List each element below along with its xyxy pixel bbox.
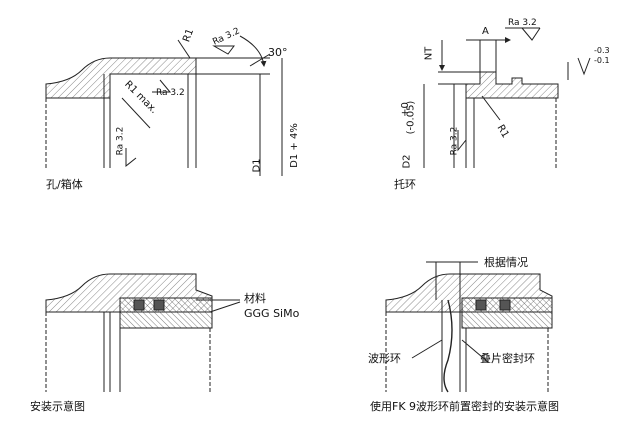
dim-a-label: A	[482, 26, 489, 37]
ra-label-bottom: Ra 3.2	[115, 126, 126, 156]
bore-housing-drawing	[45, 35, 283, 176]
fk9-install-drawing	[385, 261, 553, 393]
install-drawing	[45, 273, 241, 392]
support-ring-caption: 托环	[394, 178, 416, 191]
bore-housing-caption: 孔/箱体	[46, 178, 83, 191]
depends-label: 根据情况	[484, 256, 528, 269]
d1-tolerance-label: D1 + 4%	[288, 123, 300, 168]
install-caption: 安装示意图	[30, 400, 85, 413]
ra-label-mid: Ra 3.2	[156, 88, 185, 98]
fk9-install-caption: 使用FK 9波形环前置密封的安装示意图	[370, 400, 560, 413]
ra-label-ring-top: Ra 3.2	[508, 18, 537, 28]
angle-label: 30°	[268, 46, 288, 59]
nt-label: NT	[423, 46, 435, 61]
d2-label: D2	[401, 154, 413, 169]
material-label: 材料	[244, 292, 266, 305]
d1-label: D1	[251, 158, 263, 173]
support-ring-section	[465, 71, 559, 99]
wave-ring-label: 波形环	[368, 352, 401, 365]
tol-minus-label: (-0.05)	[405, 100, 417, 135]
support-ring-drawing	[423, 27, 591, 168]
flatness-lower-label: -0.1	[594, 56, 610, 65]
housing-section	[45, 57, 197, 99]
flatness-upper-label: -0.3	[594, 46, 610, 55]
lamella-ring-label: 叠片密封环	[480, 352, 535, 365]
ra-label-ring-side: Ra 3.2	[449, 126, 460, 156]
material-name-label: GGG SiMo	[244, 307, 300, 320]
